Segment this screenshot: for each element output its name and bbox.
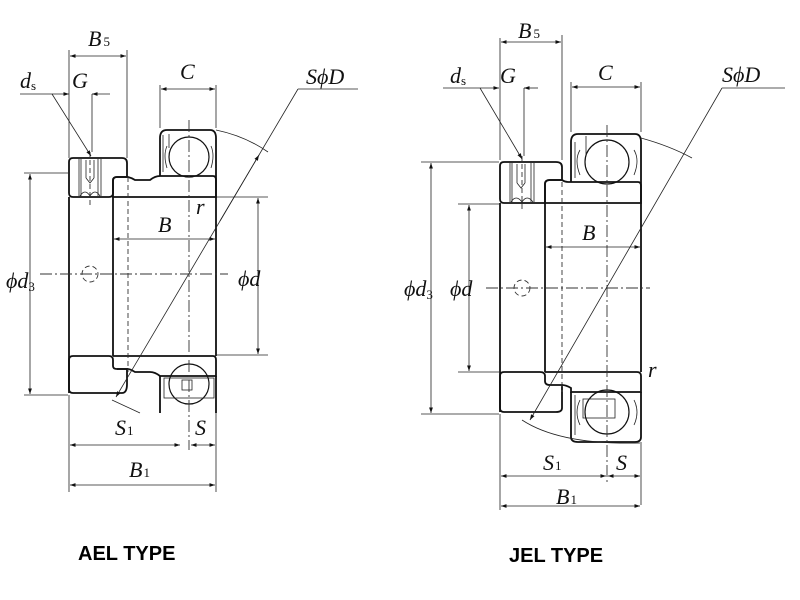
ael-label-c: C <box>180 59 195 84</box>
jel-label-s1: S1 <box>543 450 562 475</box>
ael-screw-hole <box>81 265 99 283</box>
jel-label-g: G <box>500 63 516 88</box>
jel-label-b1: B1 <box>556 484 577 509</box>
jel-outer-ring-top <box>570 133 642 182</box>
jel-inner-ring-top <box>544 179 642 204</box>
ael-inner-ring-bottom <box>113 355 217 377</box>
ael-label-b1: B1 <box>129 457 150 482</box>
jel-label-b: B <box>582 220 595 245</box>
jel-type-caption: JEL TYPE <box>509 545 603 567</box>
jel-inner-ring-bottom <box>545 371 642 393</box>
ael-label-phid3: ϕd3 <box>6 268 35 294</box>
ael-collar-bottom <box>68 355 128 394</box>
ael-label-s: S <box>195 415 206 440</box>
ael-outer-ring-bottom <box>159 376 217 413</box>
ael-inner-ring-top <box>112 175 217 198</box>
jel-label-phid: ϕd <box>450 276 473 301</box>
jel-set-screw-top <box>509 163 535 203</box>
ael-label-s1: S1 <box>115 415 134 440</box>
ael-label-sphid: SϕD <box>306 64 344 89</box>
ael-label-ds: ds <box>20 68 36 93</box>
ael-label-phid: ϕd <box>238 266 261 291</box>
jel-screw-hole <box>513 279 531 297</box>
ael-type-caption: AEL TYPE <box>78 543 175 565</box>
ael-label-b: B <box>158 212 171 237</box>
ael-outer-ring-top <box>159 129 217 176</box>
ael-label-r: r <box>196 194 205 219</box>
jel-collar-bottom <box>499 371 563 413</box>
jel-label-s: S <box>616 450 627 475</box>
jel-outer-ring-bottom <box>570 392 642 443</box>
jel-label-r: r <box>648 357 657 382</box>
jel-label-phid3: ϕd3 <box>404 276 433 302</box>
jel-label-ds: ds <box>450 63 466 88</box>
jel-label-c: C <box>598 60 613 85</box>
ael-label-g: G <box>72 68 88 93</box>
jel-label-sphid: SϕD <box>722 62 760 87</box>
